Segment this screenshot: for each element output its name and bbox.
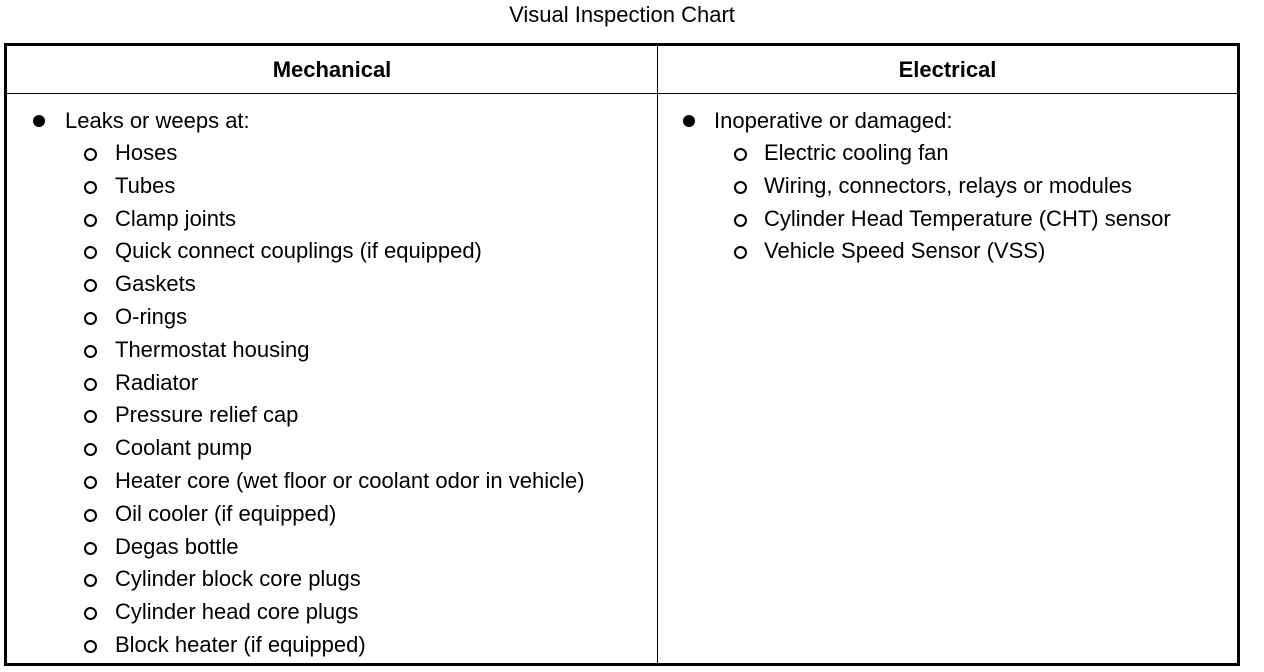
list-item-text: Cylinder Head Temperature (CHT) sensor [764,205,1171,231]
list-item-text: Hoses [115,140,178,165]
header-electrical: Electrical [658,46,1237,94]
list-item: Tubes [7,170,657,203]
sub-bullet-icon [734,213,747,227]
list-item: Thermostat housing [7,334,657,367]
list-item: Cylinder Head Temperature (CHT) sensor [658,203,1237,236]
list-item-text: O-rings [115,303,188,329]
list-item-text: Quick connect couplings (if equipped) [115,238,482,264]
bullet-icon [33,115,45,127]
list-item-text: Cylinder block core plugs [115,566,361,592]
sub-bullet-icon [84,246,97,260]
electrical-column: Inoperative or damaged: Electric cooling… [658,94,1237,663]
sub-bullet-icon [84,377,97,391]
list-item: Radiator [7,367,657,400]
sub-bullet-icon [84,410,97,424]
list-item: Hoses [7,137,657,170]
list-item-text: Thermostat housing [115,336,310,362]
sub-bullet-icon [84,279,97,293]
electrical-lead-text: Inoperative or damaged: [714,108,953,133]
header-mechanical: Mechanical [7,46,658,94]
mechanical-lead: Leaks or weeps at: [7,104,657,137]
list-item: Pressure relief cap [7,399,657,432]
list-item: Oil cooler (if equipped) [7,498,657,531]
list-item: Coolant pump [7,432,657,465]
list-item-text: Cylinder head core plugs [115,599,359,625]
sub-bullet-icon [84,443,97,457]
list-item-text: Pressure relief cap [115,402,299,428]
list-item-text: Oil cooler (if equipped) [115,500,337,526]
list-item-text: Gaskets [115,271,196,297]
sub-bullet-icon [84,607,97,621]
list-item-text: Heater core (wet floor or coolant odor i… [115,467,585,493]
sub-bullet-icon [84,180,97,194]
list-item-text: Wiring, connectors, relays or modules [764,172,1133,198]
sub-bullet-icon [84,344,97,358]
sub-bullet-icon [84,508,97,522]
sub-bullet-icon [84,541,97,555]
list-item: O-rings [7,301,657,334]
list-item-text: Radiator [115,369,199,395]
list-item: Cylinder head core plugs [7,596,657,629]
list-item-text: Vehicle Speed Sensor (VSS) [764,238,1046,264]
list-item: Quick connect couplings (if equipped) [7,235,657,268]
list-item-text: Clamp joints [115,205,237,231]
list-item-text: Coolant pump [115,435,252,461]
chart-title: Visual Inspection Chart [509,2,735,27]
sub-bullet-icon [84,148,97,161]
list-item-text: Degas bottle [115,533,239,559]
sub-bullet-icon [84,639,97,653]
sub-bullet-icon [84,574,97,588]
list-item: Degas bottle [7,531,657,564]
inspection-table: Mechanical Electrical Leaks or weeps at:… [4,43,1240,666]
list-item-text: Block heater (if equipped) [115,631,366,657]
list-item-text: Tubes [115,172,176,198]
list-item: Clamp joints [7,203,657,236]
sub-bullet-icon [734,148,747,161]
electrical-lead: Inoperative or damaged: [658,104,1237,137]
list-item: Cylinder block core plugs [7,563,657,596]
sub-bullet-icon [84,311,97,325]
list-item: Heater core (wet floor or coolant odor i… [7,465,657,498]
bullet-icon [683,115,695,127]
sub-bullet-icon [84,213,97,227]
list-item: Block heater (if equipped) [7,629,657,662]
list-item: Electric cooling fan [658,137,1237,170]
list-item-text: Electric cooling fan [764,140,949,165]
sub-bullet-icon [734,246,747,260]
list-item: Wiring, connectors, relays or modules [658,170,1237,203]
list-item: Vehicle Speed Sensor (VSS) [658,235,1237,268]
list-item: Gaskets [7,268,657,301]
mechanical-lead-text: Leaks or weeps at: [65,108,250,133]
sub-bullet-icon [734,180,747,194]
sub-bullet-icon [84,475,97,489]
